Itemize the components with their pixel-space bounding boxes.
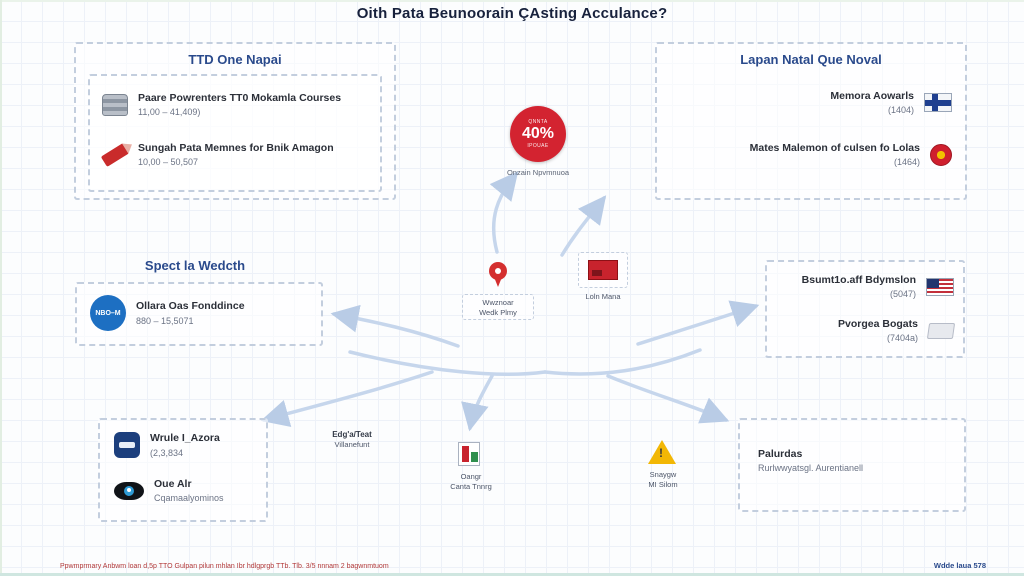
chart-square-icon [458, 442, 480, 466]
caption-line: Wwznoar [482, 298, 514, 307]
mid-left-header: Spect la Wedcth [144, 258, 246, 273]
list-item: Mates Malemon of culsen fo Lolas (1464) [690, 142, 952, 167]
caption-line: MI Silom [648, 479, 678, 489]
caption-line: Snaygw [649, 470, 677, 479]
list-item: Paare Powrenters TT0 Mokamla Courses 11,… [102, 92, 370, 117]
caption-line: Wedk Plmy [479, 307, 517, 317]
item-sub: (1404) [887, 105, 914, 116]
item-sub: (7404a) [886, 333, 918, 344]
item-sub: Rurlwwyatsgl. Aurentianell [758, 463, 864, 474]
item-label: Bsumt1o.aff Bdymslon [801, 274, 916, 286]
item-sub: (1464) [893, 157, 920, 168]
map-pin-icon [488, 262, 508, 288]
list-item: NBO–M Ollara Oas Fonddince 880 – 15,5071 [90, 295, 310, 331]
item-sub: (5047) [889, 289, 916, 300]
badge-bottom-line: IPOUAE [527, 142, 549, 149]
flag-cross-icon [924, 93, 952, 113]
caption-line: Canta Tnnrg [450, 481, 492, 491]
item-label: Wrule I_Azora [150, 432, 220, 445]
percentage-badge: QNNTA 40% IPOUAE [510, 106, 566, 162]
sketch-icon [926, 322, 956, 339]
blue-badge-icon: NBO–M [90, 295, 126, 331]
footer-page-ref: Wdde laua 578 [933, 561, 986, 570]
item-label: Palurdas [758, 448, 803, 460]
badge-top-line: QNNTA [528, 119, 548, 126]
list-item: Sungah Pata Memnes for Bnik Amagon 10,00… [100, 142, 370, 168]
top-left-inner-box [88, 74, 382, 192]
warning-triangle-icon [648, 440, 676, 464]
item-label: Ollara Oas Fonddince [136, 300, 245, 313]
badge-caption: Onzain Npvmnuoa [506, 168, 570, 177]
list-item: Wrule I_Azora (2,3,834 [114, 432, 256, 458]
flag-box [578, 252, 628, 288]
top-right-header: Lapan Natal Que Noval [740, 52, 882, 67]
top-left-header: TTD One Napai [188, 52, 282, 67]
item-sub: (2,3,834 [150, 447, 184, 458]
item-label: Sungah Pata Memnes for Bnik Amagon [138, 142, 334, 154]
left-edge-line [0, 0, 2, 576]
database-icon [102, 93, 128, 116]
warning-caption: Snaygw MI Silom [628, 470, 698, 490]
page-title: Oith Pata Beunoorain ÇAsting Acculance? [356, 5, 668, 22]
item-label: Paare Powrenters TT0 Mokamla Courses [138, 92, 342, 104]
bottom-edge-line [0, 573, 1024, 576]
badge-value: 40% [521, 125, 555, 143]
top-right-box: Lapan Natal Que Noval [655, 42, 967, 200]
item-label: Mates Malemon of culsen fo Lolas [749, 142, 920, 154]
caption-line: Edg'a/Teat [332, 430, 372, 439]
blue-app-icon [114, 432, 140, 458]
list-item: Oue Alr Cqamaalyominos [114, 478, 256, 503]
red-seal-icon [930, 143, 952, 166]
item-label: Memora Aowarls [830, 90, 914, 102]
list-item: Memora Aowarls (1404) [690, 90, 952, 115]
flag-caption: Loln Mana [585, 292, 621, 301]
chart-caption: Oangr Canta Tnnrg [436, 472, 506, 492]
footer-note: Ppwmprmary Anbwm loan d,5p TTO Gulpan pi… [60, 563, 389, 570]
list-item: Pvorgea Bogats (7404a) [778, 318, 956, 344]
item-label: Oue Alr [154, 478, 192, 490]
caption-line: Oangr [460, 472, 482, 481]
caption-line: Villanefunt [334, 440, 370, 450]
pin-caption-box: Wwznoar Wedk Plmy [462, 294, 534, 320]
item-sub: 11,00 – 41,409) [138, 107, 201, 118]
bottom-right-box: Palurdas Rurlwwyatsgl. Aurentianell [738, 418, 966, 512]
item-label: Pvorgea Bogats [838, 318, 918, 330]
pencil-icon [100, 142, 130, 167]
item-sub: 880 – 15,5071 [136, 315, 194, 326]
list-item: Bsumt1o.aff Bdymslon (5047) [778, 274, 954, 299]
right-mid-box [765, 260, 965, 358]
item-sub: 10,00 – 50,507 [138, 157, 199, 168]
text-block: Edg'a/Teat Villanefunt [312, 430, 392, 450]
red-flag-icon [588, 260, 618, 280]
item-sub: Cqamaalyominos [154, 493, 224, 504]
top-edge-line [0, 0, 1024, 2]
us-flag-icon [926, 277, 954, 296]
eye-icon [114, 481, 144, 500]
